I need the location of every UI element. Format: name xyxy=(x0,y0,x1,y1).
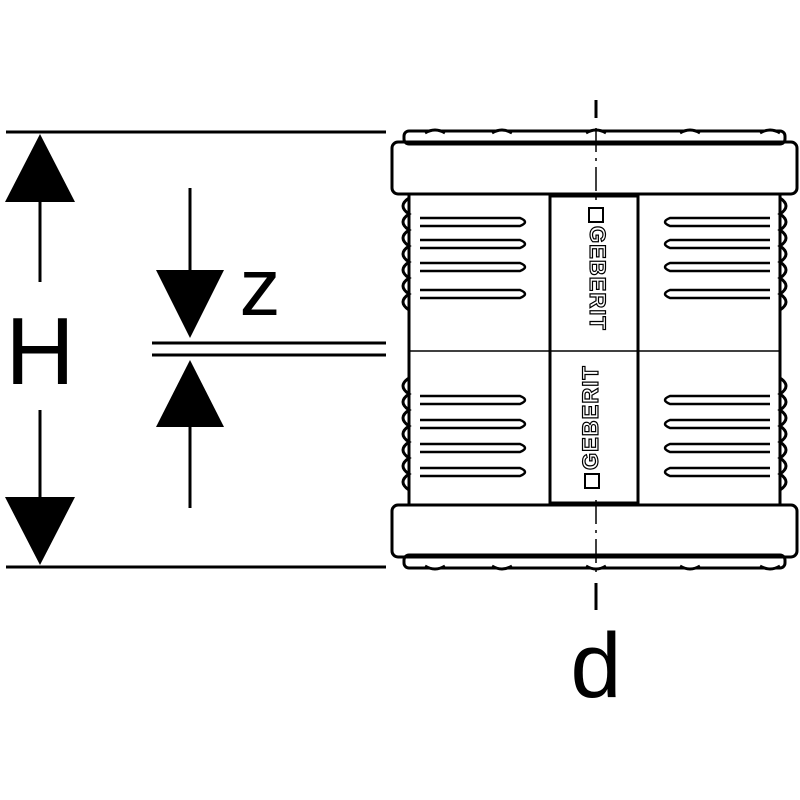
arrow-down-h xyxy=(5,497,75,565)
rim-bumps xyxy=(424,128,781,571)
top-rim xyxy=(390,140,799,196)
ribs-right-lower xyxy=(663,394,770,478)
brand-mark-lower: GEBERIT xyxy=(577,365,604,489)
barrel xyxy=(407,192,782,507)
arrow-up-z xyxy=(156,360,224,427)
dimension-z xyxy=(152,188,386,508)
label-z: z xyxy=(240,242,281,333)
arrow-up-h xyxy=(5,134,75,202)
ribs-right-upper xyxy=(663,216,770,300)
bottom-rim xyxy=(390,503,799,559)
ribs-left-lower xyxy=(420,394,527,478)
svg-text:GEBERIT: GEBERIT xyxy=(578,365,603,470)
left-wave xyxy=(401,196,412,492)
label-d: d xyxy=(570,615,621,717)
svg-text:GEBERIT: GEBERIT xyxy=(585,226,610,331)
coupling-body xyxy=(390,128,799,571)
dimension-h xyxy=(5,130,386,569)
brand-mark-upper: GEBERIT xyxy=(584,207,611,331)
label-h: H xyxy=(5,298,74,405)
ribs-left-upper xyxy=(420,216,527,300)
right-wave xyxy=(777,196,788,492)
arrow-down-z xyxy=(156,270,224,338)
label-plate xyxy=(548,194,640,505)
